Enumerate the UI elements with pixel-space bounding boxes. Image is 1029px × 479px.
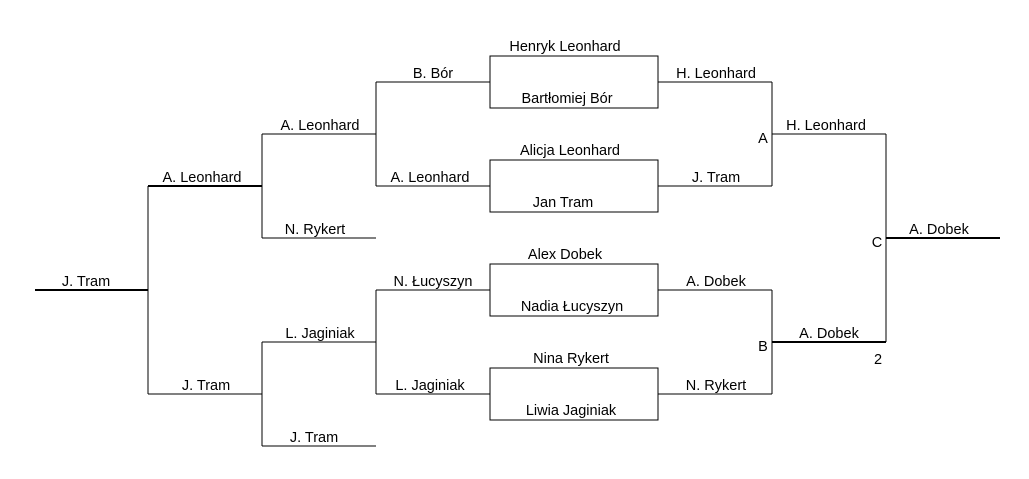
couple-2-bottom: Jan Tram [533,195,593,211]
couple-box-1: Henryk Leonhard Bartłomiej Bór [489,39,659,109]
left-round-3: A. Leonhard J. Tram [147,170,262,395]
left-r2-label-3: L. Jaginiak [285,326,355,342]
left-r1-label-3: N. Łucyszyn [394,274,473,290]
left-r1-label-2: A. Leonhard [390,170,469,186]
right-round-1: H. Leonhard J. Tram A. Dobek N. Rykert [658,66,773,395]
right-r1-label-1: H. Leonhard [676,66,756,82]
left-final: J. Tram [35,274,148,291]
left-r3-label-2: J. Tram [182,378,230,394]
right-final: A. Dobek [886,222,1000,239]
right-r2-label-1: H. Leonhard [786,118,866,134]
couple-4-bottom: Liwia Jaginiak [526,403,617,419]
couple-box-3: Alex Dobek Nadia Łucyszyn [489,247,659,317]
right-r1-label-4: N. Rykert [686,378,746,394]
marker-note: 2 [874,352,882,368]
match-markers: A B C 2 [758,131,882,368]
left-round-2: A. Leonhard N. Rykert L. Jaginiak J. Tra… [261,118,376,447]
left-r2-label-2: N. Rykert [285,222,345,238]
left-final-label: J. Tram [62,274,110,290]
marker-a: A [758,131,768,147]
couple-box-2: Alicja Leonhard Jan Tram [489,143,659,213]
couple-4-top: Nina Rykert [533,351,609,367]
right-round-2: H. Leonhard A. Dobek [772,118,887,343]
couple-1-bottom: Bartłomiej Bór [521,91,612,107]
couple-3-bottom: Nadia Łucyszyn [521,299,623,315]
couple-3-top: Alex Dobek [528,247,603,263]
left-r2-label-1: A. Leonhard [280,118,359,134]
couple-2-top: Alicja Leonhard [520,143,620,159]
left-r1-label-4: L. Jaginiak [395,378,465,394]
left-round-1: B. Bór A. Leonhard N. Łucyszyn L. Jagini… [375,66,490,395]
marker-b: B [758,339,768,355]
left-r1-label-1: B. Bór [413,66,453,82]
right-r2-label-2: A. Dobek [799,326,859,342]
right-final-label: A. Dobek [909,222,969,238]
left-r2-label-4: J. Tram [290,430,338,446]
left-r3-label-1: A. Leonhard [162,170,241,186]
marker-c: C [872,235,882,251]
couple-1-top: Henryk Leonhard [509,39,620,55]
right-r1-label-3: A. Dobek [686,274,746,290]
right-r1-label-2: J. Tram [692,170,740,186]
couple-box-4: Nina Rykert Liwia Jaginiak [489,351,659,421]
